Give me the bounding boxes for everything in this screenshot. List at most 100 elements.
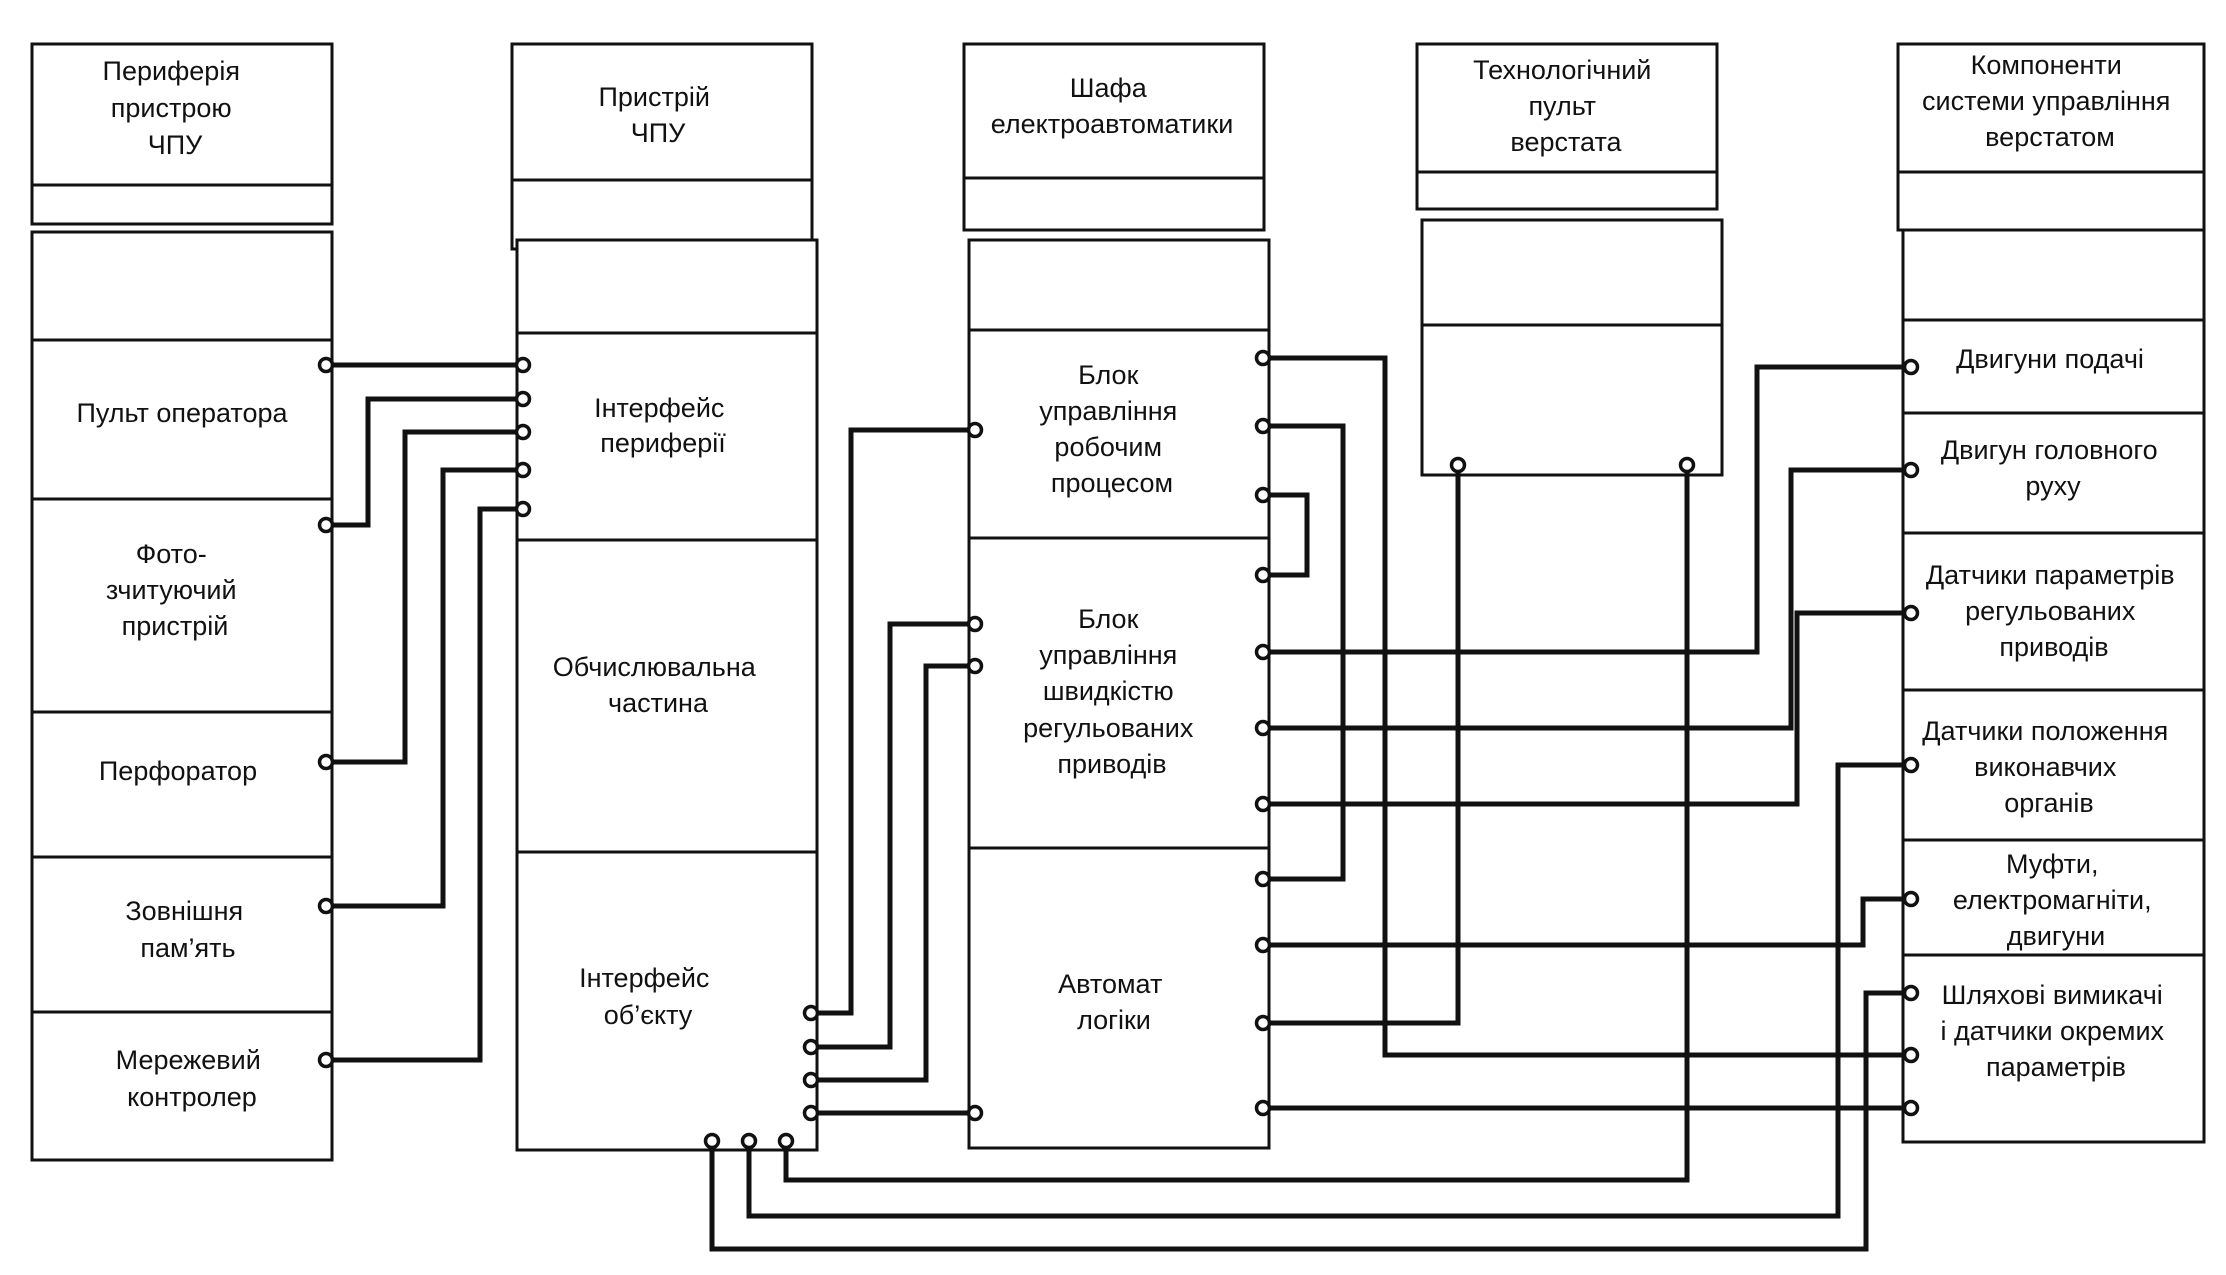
computing-unit-block: Обчислювальна частина [553,652,764,718]
process-control-block: Блок управління робочим процесом [1039,360,1185,498]
pin [317,356,335,374]
position-sensors-label-line: органів [2004,788,2094,818]
feed-motors-label: Двигуни подачі [1956,344,2144,374]
peripheral-interface-label-line: Інтерфейс [594,393,724,423]
pin [966,657,984,675]
network-controller-label-line: контролер [127,1082,257,1112]
external-memory-label-line: пам’ять [140,933,235,963]
wire-obj-to-position-sensors [746,762,1911,1219]
panel-header-block: Технологічний пульт верстата [1415,42,1719,211]
column-periphery: Периферія пристрою ЧПУ Пульт оператора Ф… [30,42,334,1162]
pin [1254,349,1272,367]
main-motor-block: Двигун головного руху [1941,435,2165,501]
wire-speed-to-main-motor [1263,467,1911,731]
limit-switches-block: Шляхові вимикачі і датчики окремих парам… [1940,980,2171,1082]
external-memory-label-line: Зовнішня [125,896,243,926]
object-interface-label-line: об’єкту [604,1000,693,1030]
pin [1254,1099,1272,1117]
pin [802,1071,820,1089]
cabinet-header-block: Шафа електроавтоматики [962,42,1266,232]
cnc-header-label: Пристрій ЧПУ [599,82,718,148]
periphery-header-block: Периферія пристрою ЧПУ [30,42,334,226]
wire-speed-to-drive-sensors [1263,610,1911,807]
computing-unit-label-line: частина [608,688,709,718]
pin [1902,1099,1920,1117]
pin [1254,486,1272,504]
object-interface-block: Інтерфейс об’єкту [579,963,717,1030]
pin [1902,1046,1920,1064]
wire-logic-to-panel [1263,465,1461,1026]
connection-wires [326,355,1911,1252]
photo-reader-label-line: пристрій [122,611,229,641]
main-motor-label-line: Двигун головного [1941,435,2158,465]
clutches-label-line: Муфти, [2006,849,2099,879]
computing-unit-label-line: Обчислювальна [553,652,757,682]
speed-control-label-line: регульованих [1023,713,1194,743]
photo-reader-block: Фото- зчитуючий пристрій [106,539,244,641]
pin [1254,1014,1272,1032]
wire-process-control-loop [1263,492,1310,578]
periphery-header-line: пристрою [111,93,232,123]
machine-header-line: Компоненти [1971,50,2122,80]
speed-control-block: Блок управління швидкістю регульованих п… [1023,604,1201,779]
wire-perforator [326,429,523,765]
feed-motors-block: Двигуни подачі [1956,344,2144,374]
network-controller-block: Мережевий контролер [116,1045,269,1112]
machine-header-line: системи управління [1922,86,2170,116]
drive-sensors-label-line: Датчики параметрів [1926,560,2175,590]
pin [740,1132,758,1150]
cabinet-header-line: Шафа [1070,73,1148,103]
wire-obj-to-speed-control-2 [811,663,975,1083]
position-sensors-block: Датчики положення виконавчих органів [1922,716,2175,818]
cabinet-header-label: Шафа електроавтоматики [991,73,1234,139]
panel-header-line: Технологічний [1473,55,1651,85]
wire-external-memory [326,467,523,909]
pin [802,1004,820,1022]
speed-control-label-line: управління [1039,640,1177,670]
clutches-label-line: електромагніти, [1953,885,2152,915]
periphery-header-line: ЧПУ [148,130,203,160]
process-control-label-line: робочим [1054,432,1162,462]
photo-reader-label-line: зчитуючий [106,575,237,605]
pin [777,1132,795,1150]
pin [1254,936,1272,954]
photo-reader-label-line: Фото- [136,539,207,569]
wire-obj-to-panel [783,465,1690,1183]
pin [703,1132,721,1150]
pin [1254,795,1272,813]
position-sensors-label-line: Датчики положення [1922,716,2168,746]
clutches-block: Муфти, електромагніти, двигуни [1953,849,2159,951]
operator-console-label: Пульт оператора [76,398,288,428]
pin [514,356,532,374]
peripheral-interface-block: Інтерфейс периферії [594,393,732,458]
pin [514,390,532,408]
drive-sensors-block: Датчики параметрів регульованих приводів [1926,560,2182,662]
cnc-header-line: ЧПУ [631,118,686,148]
pin [514,500,532,518]
limit-switches-label-line: і датчики окремих [1940,1016,2164,1046]
perforator-block: Перфоратор [99,756,257,786]
speed-control-label-line: приводів [1057,749,1166,779]
pin [1902,756,1920,774]
periphery-header-line: Периферія [103,56,240,86]
peripheral-interface-label-line: периферії [600,428,726,458]
pin [1254,417,1272,435]
drive-sensors-label-line: регульованих [1965,596,2136,626]
pin [1254,566,1272,584]
logic-automaton-label-line: Автомат [1058,969,1162,999]
network-controller-label-line: Мережевий [116,1045,261,1075]
panel-header-line: пульт [1528,91,1596,121]
wire-logic-to-clutches [1263,896,1911,948]
wire-speed-to-feed-motors [1263,364,1911,655]
column-panel: Технологічний пульт верстата [1415,42,1724,477]
wire-obj-to-process-control [811,427,975,1016]
perforator-label: Перфоратор [99,756,257,786]
pin [1902,358,1920,376]
cnc-header-block: Пристрій ЧПУ [510,42,814,251]
machine-header-label: Компоненти системи управління верстатом [1922,50,2178,152]
logic-automaton-label-line: логіки [1077,1005,1151,1035]
column-cabinet: Шафа електроавтоматики Блок управління р… [962,42,1271,1150]
panel-header-label: Технологічний пульт верстата [1473,55,1659,157]
wire-obj-to-speed-control-1 [811,621,975,1050]
